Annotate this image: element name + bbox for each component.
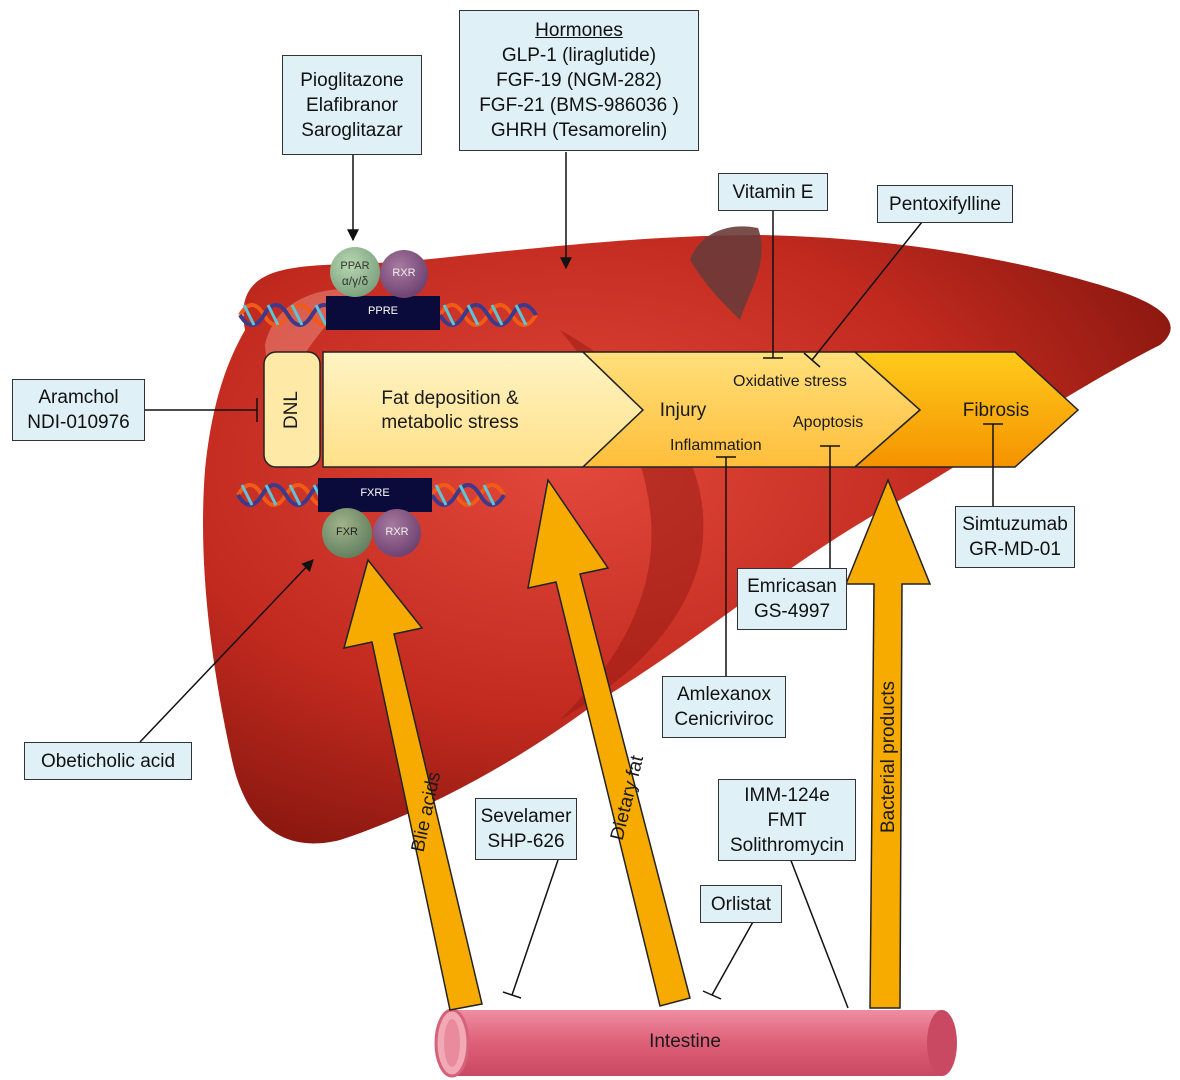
drug-name: SHP-626 xyxy=(487,829,564,854)
drug-name: FMT xyxy=(767,808,806,833)
rxr-label-bottom: RXR xyxy=(373,526,421,538)
drug-name: Amlexanox xyxy=(677,682,771,707)
ppar-isoform-label: α/γ/δ xyxy=(330,274,380,288)
drug-name: Vitamin E xyxy=(733,180,814,205)
ppar-receptor xyxy=(330,247,380,297)
ppar-agonists-box: Pioglitazone Elafibranor Saroglitazar xyxy=(282,55,422,155)
ppar-label: PPAR xyxy=(330,260,380,272)
rxr-label-top: RXR xyxy=(380,267,428,279)
drug-name: GS-4997 xyxy=(754,599,830,624)
orlistat-box: Orlistat xyxy=(700,885,782,923)
apoptosis-label: Apoptosis xyxy=(793,414,863,432)
drug-name: NDI-010976 xyxy=(27,410,129,435)
intestine-lumen xyxy=(444,1019,460,1067)
drug-name: GR-MD-01 xyxy=(969,537,1061,562)
metabolic-stress-label: metabolic stress xyxy=(350,411,550,435)
drug-name: Orlistat xyxy=(711,892,771,917)
antifibrotic-box: Simtuzumab GR-MD-01 xyxy=(955,506,1075,568)
anti-inflammatory-box: Amlexanox Cenicriviroc xyxy=(662,676,786,738)
oxidative-stress-label: Oxidative stress xyxy=(733,373,847,391)
fxr-label: FXR xyxy=(322,526,372,538)
pentoxifylline-box: Pentoxifylline xyxy=(877,185,1013,223)
dnl-inhibitors-box: Aramchol NDI-010976 xyxy=(12,379,145,441)
drug-name: Saroglitazar xyxy=(301,118,402,143)
drug-name: Cenicriviroc xyxy=(674,707,773,732)
drug-name: Sevelamer xyxy=(481,804,572,829)
microbiome-box: IMM-124e FMT Solithromycin xyxy=(718,779,856,861)
drug-name: Solithromycin xyxy=(730,833,844,858)
bile-acid-sequestrant-box: Sevelamer SHP-626 xyxy=(475,798,577,860)
drug-name: Pentoxifylline xyxy=(889,192,1001,217)
dnl-label: DNL xyxy=(280,380,304,440)
drug-name: Elafibranor xyxy=(306,93,398,118)
drug-name: Aramchol xyxy=(38,385,118,410)
antiapoptotic-box: Emricasan GS-4997 xyxy=(737,568,847,630)
injury-label: Injury xyxy=(650,399,716,423)
drug-name: Pioglitazone xyxy=(300,68,404,93)
fxre-label: FXRE xyxy=(318,487,432,499)
intestine-end-right xyxy=(927,1010,957,1076)
fibrosis-label: Fibrosis xyxy=(956,399,1036,423)
hormone-item: GHRH (Tesamorelin) xyxy=(491,118,667,143)
inflammation-label: Inflammation xyxy=(670,437,762,455)
ppre-label: PPRE xyxy=(326,305,440,317)
drug-name: Simtuzumab xyxy=(962,512,1068,537)
drug-name: Obeticholic acid xyxy=(41,749,175,774)
drug-name: IMM-124e xyxy=(744,783,830,808)
fat-deposition-label: Fat deposition & xyxy=(350,387,550,411)
intestine-label: Intestine xyxy=(600,1030,770,1054)
vitamin-e-box: Vitamin E xyxy=(718,173,828,211)
hormones-heading: Hormones xyxy=(535,18,623,43)
hormones-box: Hormones GLP-1 (liraglutide) FGF-19 (NGM… xyxy=(459,10,699,151)
drug-name: Emricasan xyxy=(747,574,837,599)
hormone-item: GLP-1 (liraglutide) xyxy=(502,43,656,68)
fxr-agonist-box: Obeticholic acid xyxy=(24,742,192,780)
hormone-item: FGF-21 (BMS-986036 ) xyxy=(479,93,679,118)
bacterial-products-arrow-label: Bacterial products xyxy=(877,672,901,842)
hormone-item: FGF-19 (NGM-282) xyxy=(496,68,662,93)
